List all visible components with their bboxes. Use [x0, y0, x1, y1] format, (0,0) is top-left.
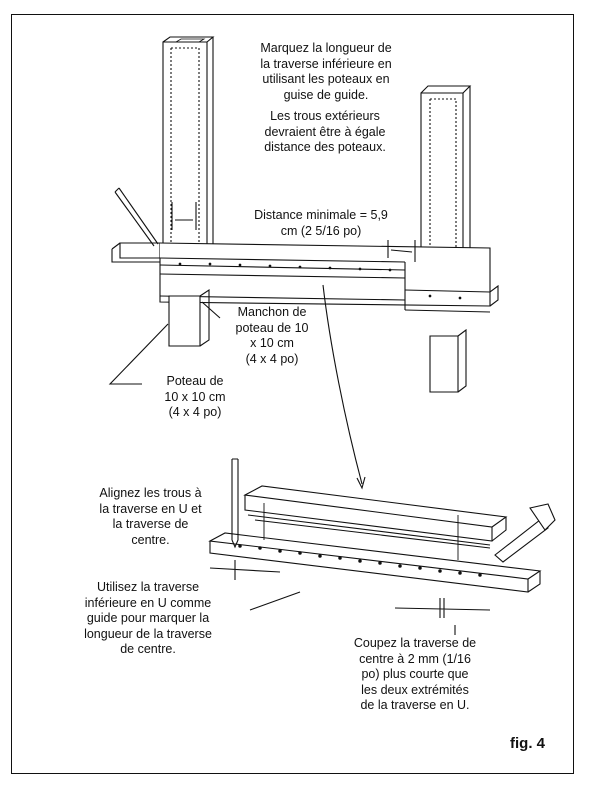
right-post	[420, 85, 472, 290]
label-cut-rail: Coupez la traverse de centre à 2 mm (1/1…	[353, 636, 477, 712]
left-post	[162, 36, 215, 250]
label-post-sleeve: Manchon de poteau de 10 x 10 cm (4 x 4 p…	[235, 305, 309, 366]
pencil-icon-lower	[231, 458, 239, 549]
leader-lines	[108, 301, 221, 385]
u-rail	[208, 532, 542, 593]
right-post-lower	[429, 328, 467, 393]
pencil-icon	[114, 187, 159, 247]
figure-frame	[11, 14, 574, 774]
label-use-rail: Utilisez la traverse inférieure en U com…	[84, 580, 212, 656]
figure-label: fig. 4	[510, 735, 546, 752]
center-rail	[243, 485, 508, 549]
label-mark-length: Marquez la longueur de la traverse infér…	[260, 41, 392, 102]
curved-arrow	[322, 284, 363, 485]
label-outer-holes: Les trous extérieurs devraient être à ég…	[264, 109, 386, 154]
saw-icon	[494, 503, 556, 563]
dimension-right	[387, 240, 416, 262]
dimension-lower-right	[394, 598, 491, 635]
label-post: Poteau de 10 x 10 cm (4 x 4 po)	[164, 374, 226, 419]
dimension-lower-left	[209, 560, 301, 611]
left-post-lower	[168, 288, 210, 347]
bottom-rail-top	[111, 242, 499, 313]
dimension-left	[171, 202, 197, 230]
label-align-holes: Alignez les trous à la traverse en U et …	[99, 486, 202, 547]
label-min-distance: Distance minimale = 5,9 cm (2 5/16 po)	[254, 208, 388, 238]
